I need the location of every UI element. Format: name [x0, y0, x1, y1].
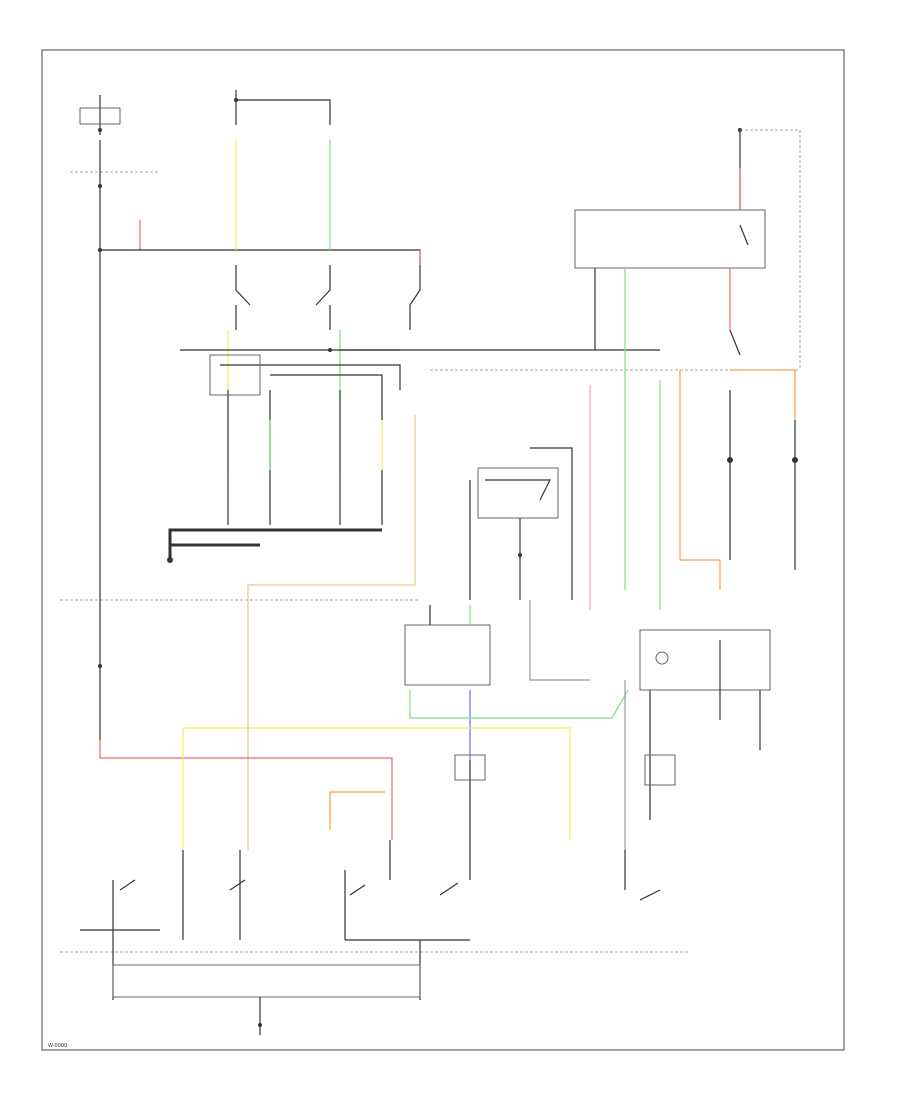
- center-relay-block: [404, 447, 590, 830]
- wire-red-harness: [99, 740, 393, 840]
- ground-bus-left: [168, 528, 382, 560]
- diagram-frame: [41, 49, 845, 1051]
- wire-orange-harness: [329, 791, 385, 830]
- wire-tan: [247, 415, 416, 850]
- right-sensor-area: [639, 629, 771, 820]
- left-fuse-circuit: [79, 95, 421, 740]
- wire-green-harness: [409, 689, 629, 719]
- bottom-switch-row: [80, 830, 661, 1035]
- wire-yellow-harness: [182, 727, 571, 850]
- upper-switch-circuit: [180, 90, 660, 525]
- diagram-code: W-0000: [48, 1043, 67, 1049]
- right-relay-box: [574, 128, 801, 610]
